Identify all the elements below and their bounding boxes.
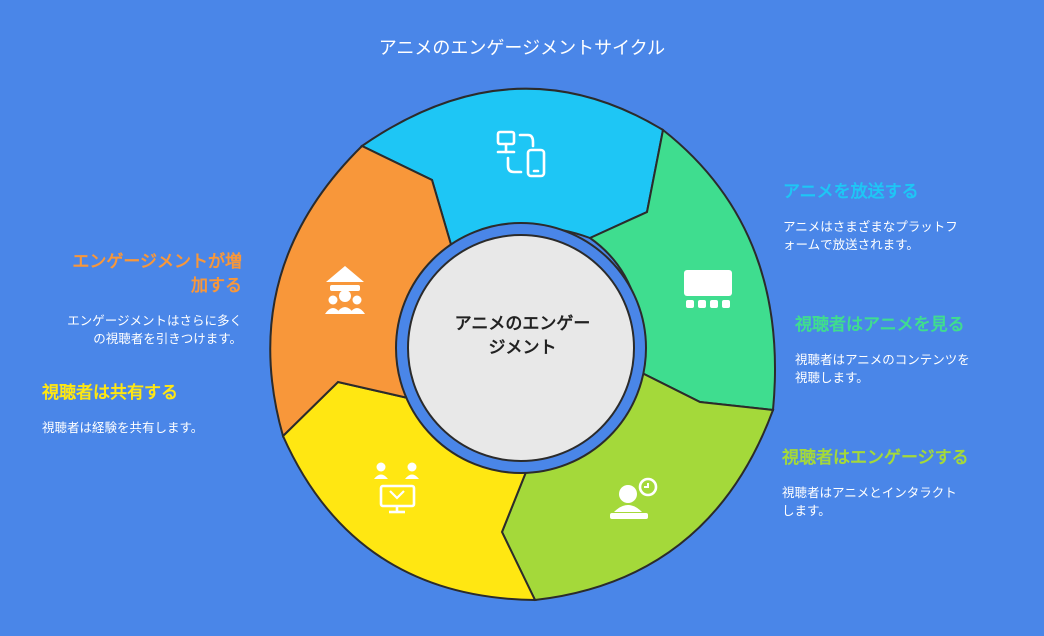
stage-broadcast-desc-line1: アニメはさまざまなプラットフ — [783, 219, 958, 234]
presenter-chat-icon — [610, 477, 658, 519]
stage-share-desc-line1: 視聴者は経験を共有します。 — [42, 420, 204, 435]
stage-engage-block: 視聴者はエンゲージする 視聴者はアニメとインタラクト します。 — [782, 446, 1032, 520]
stage-growth-desc-line1: エンゲージメントはさらに多く — [67, 313, 242, 328]
stage-engage-desc-line1: 視聴者はアニメとインタラクト — [782, 485, 957, 500]
devices-sync-icon — [496, 130, 546, 178]
stage-broadcast-description: アニメはさまざまなプラットフ ォームで放送されます。 — [783, 218, 1023, 254]
people-share-icon — [374, 462, 419, 514]
stage-watch-desc-line1: 視聴者はアニメのコンテンツを — [795, 352, 970, 367]
stage-engage-heading: 視聴者はエンゲージする — [782, 448, 969, 468]
stage-engage-desc-line2: します。 — [782, 503, 831, 518]
stage-growth-description: エンゲージメントはさらに多く の視聴者を引きつけます。 — [20, 312, 242, 348]
theater-screen-icon — [684, 270, 732, 308]
center-label-line1: アニメのエンゲー — [454, 314, 591, 334]
stage-share-heading: 視聴者は共有する — [42, 383, 178, 403]
stage-watch-description: 視聴者はアニメのコンテンツを 視聴します。 — [795, 351, 1035, 387]
stage-engage-description: 視聴者はアニメとインタラクト します。 — [782, 484, 1032, 520]
center-label: アニメのエンゲー ジメント — [420, 312, 625, 360]
stage-broadcast-heading: アニメを放送する — [783, 182, 919, 202]
stage-growth-heading-line2: 加する — [191, 276, 242, 296]
stage-watch-desc-line2: 視聴します。 — [795, 370, 869, 385]
stage-watch-heading: 視聴者はアニメを見る — [795, 315, 965, 335]
stage-growth-desc-line2: の視聴者を引きつけます。 — [93, 331, 242, 346]
stage-growth-block: エンゲージメントが増 加する エンゲージメントはさらに多く の視聴者を引きつけま… — [20, 250, 242, 348]
stage-watch-block: 視聴者はアニメを見る 視聴者はアニメのコンテンツを 視聴します。 — [795, 313, 1035, 387]
stage-growth-heading: エンゲージメントが増 加する — [20, 250, 242, 298]
stage-share-description: 視聴者は経験を共有します。 — [42, 419, 272, 437]
stage-broadcast-desc-line2: ォームで放送されます。 — [783, 237, 919, 252]
stage-share-block: 視聴者は共有する 視聴者は経験を共有します。 — [42, 381, 272, 437]
center-circle — [407, 234, 635, 462]
stage-broadcast-block: アニメを放送する アニメはさまざまなプラットフ ォームで放送されます。 — [783, 180, 1023, 254]
center-label-line2: ジメント — [488, 338, 557, 358]
stage-growth-heading-line1: エンゲージメントが増 — [72, 252, 242, 272]
group-attraction-icon — [325, 266, 365, 314]
diagram-title: アニメのエンゲージメントサイクル — [378, 38, 666, 59]
